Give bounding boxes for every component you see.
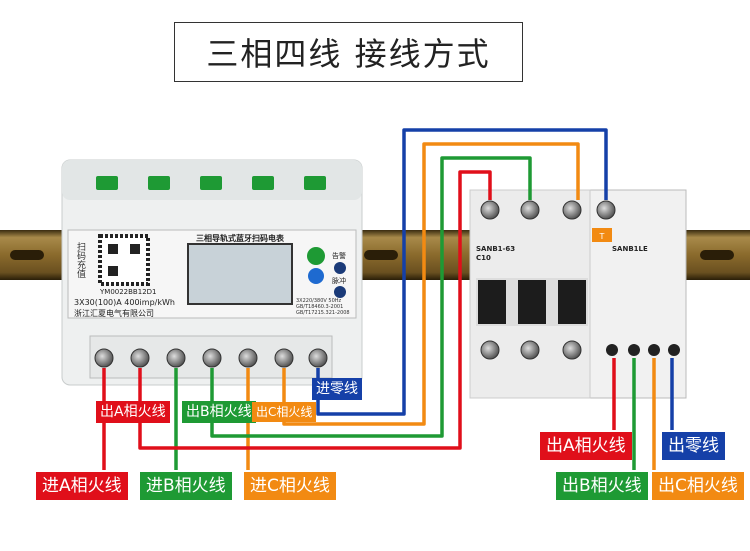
label-breaker-out-b: 出B相火线: [556, 472, 648, 500]
label-in-c: 进C相火线: [244, 472, 336, 500]
meter-maker: 浙江汇夏电气有限公司: [74, 308, 154, 318]
meter-lcd: [187, 243, 293, 305]
label-meter-out-b: 出B相火线: [182, 401, 256, 423]
breaker-handle-c: [558, 280, 586, 324]
breaker-rating-left: C10: [476, 254, 491, 262]
meter-serial: YM0022BB12D1: [99, 288, 157, 296]
alarm-label: 告警: [332, 251, 346, 260]
meter-rating: 3X30(100)A 400imp/kWh: [74, 298, 175, 307]
alarm-led: [334, 262, 346, 274]
rcbo-breaker: [469, 189, 687, 399]
meter-side-text: 扫码充值: [75, 241, 86, 278]
label-meter-out-c: 出C相火线: [252, 402, 317, 422]
breaker-handle-a: [478, 280, 506, 324]
meter-std1: GB/T17215.321-2008: [296, 310, 350, 316]
meter-name: 三相导轨式蓝牙扫码电表: [196, 233, 285, 243]
label-breaker-out-c: 出C相火线: [652, 472, 744, 500]
energy-meter: [61, 159, 363, 386]
wire-phase-b-meter-out: [210, 156, 532, 438]
breaker-handle-b: [518, 280, 546, 324]
pulse-led: [334, 286, 346, 298]
wire-phase-a-meter-out: [138, 170, 492, 450]
label-neutral-in: 进零线: [312, 378, 362, 400]
test-button: [592, 228, 612, 242]
qr-code: [98, 234, 150, 286]
test-button-label: T: [599, 232, 605, 241]
label-breaker-out-a: 出A相火线: [540, 432, 632, 460]
pulse-label: 脉冲: [332, 276, 346, 285]
rail-slots: [10, 250, 734, 260]
bluetooth-icon: [308, 268, 324, 284]
meter-std2: GB/T18460.3-2001: [296, 304, 343, 310]
wechat-icon: [307, 247, 325, 265]
page-title: 三相四线 接线方式: [174, 22, 523, 82]
label-breaker-out-n: 出零线: [662, 432, 725, 460]
breaker-model-left: SANB1-63: [476, 245, 515, 253]
breaker-model-right: SANB1LE: [612, 245, 648, 253]
label-in-b: 进B相火线: [140, 472, 232, 500]
meter-spec: 3X220/380V 50Hz: [296, 298, 342, 304]
wire-neutral-in: [316, 128, 608, 416]
label-meter-out-a: 出A相火线: [96, 401, 170, 423]
label-in-a: 进A相火线: [36, 472, 128, 500]
